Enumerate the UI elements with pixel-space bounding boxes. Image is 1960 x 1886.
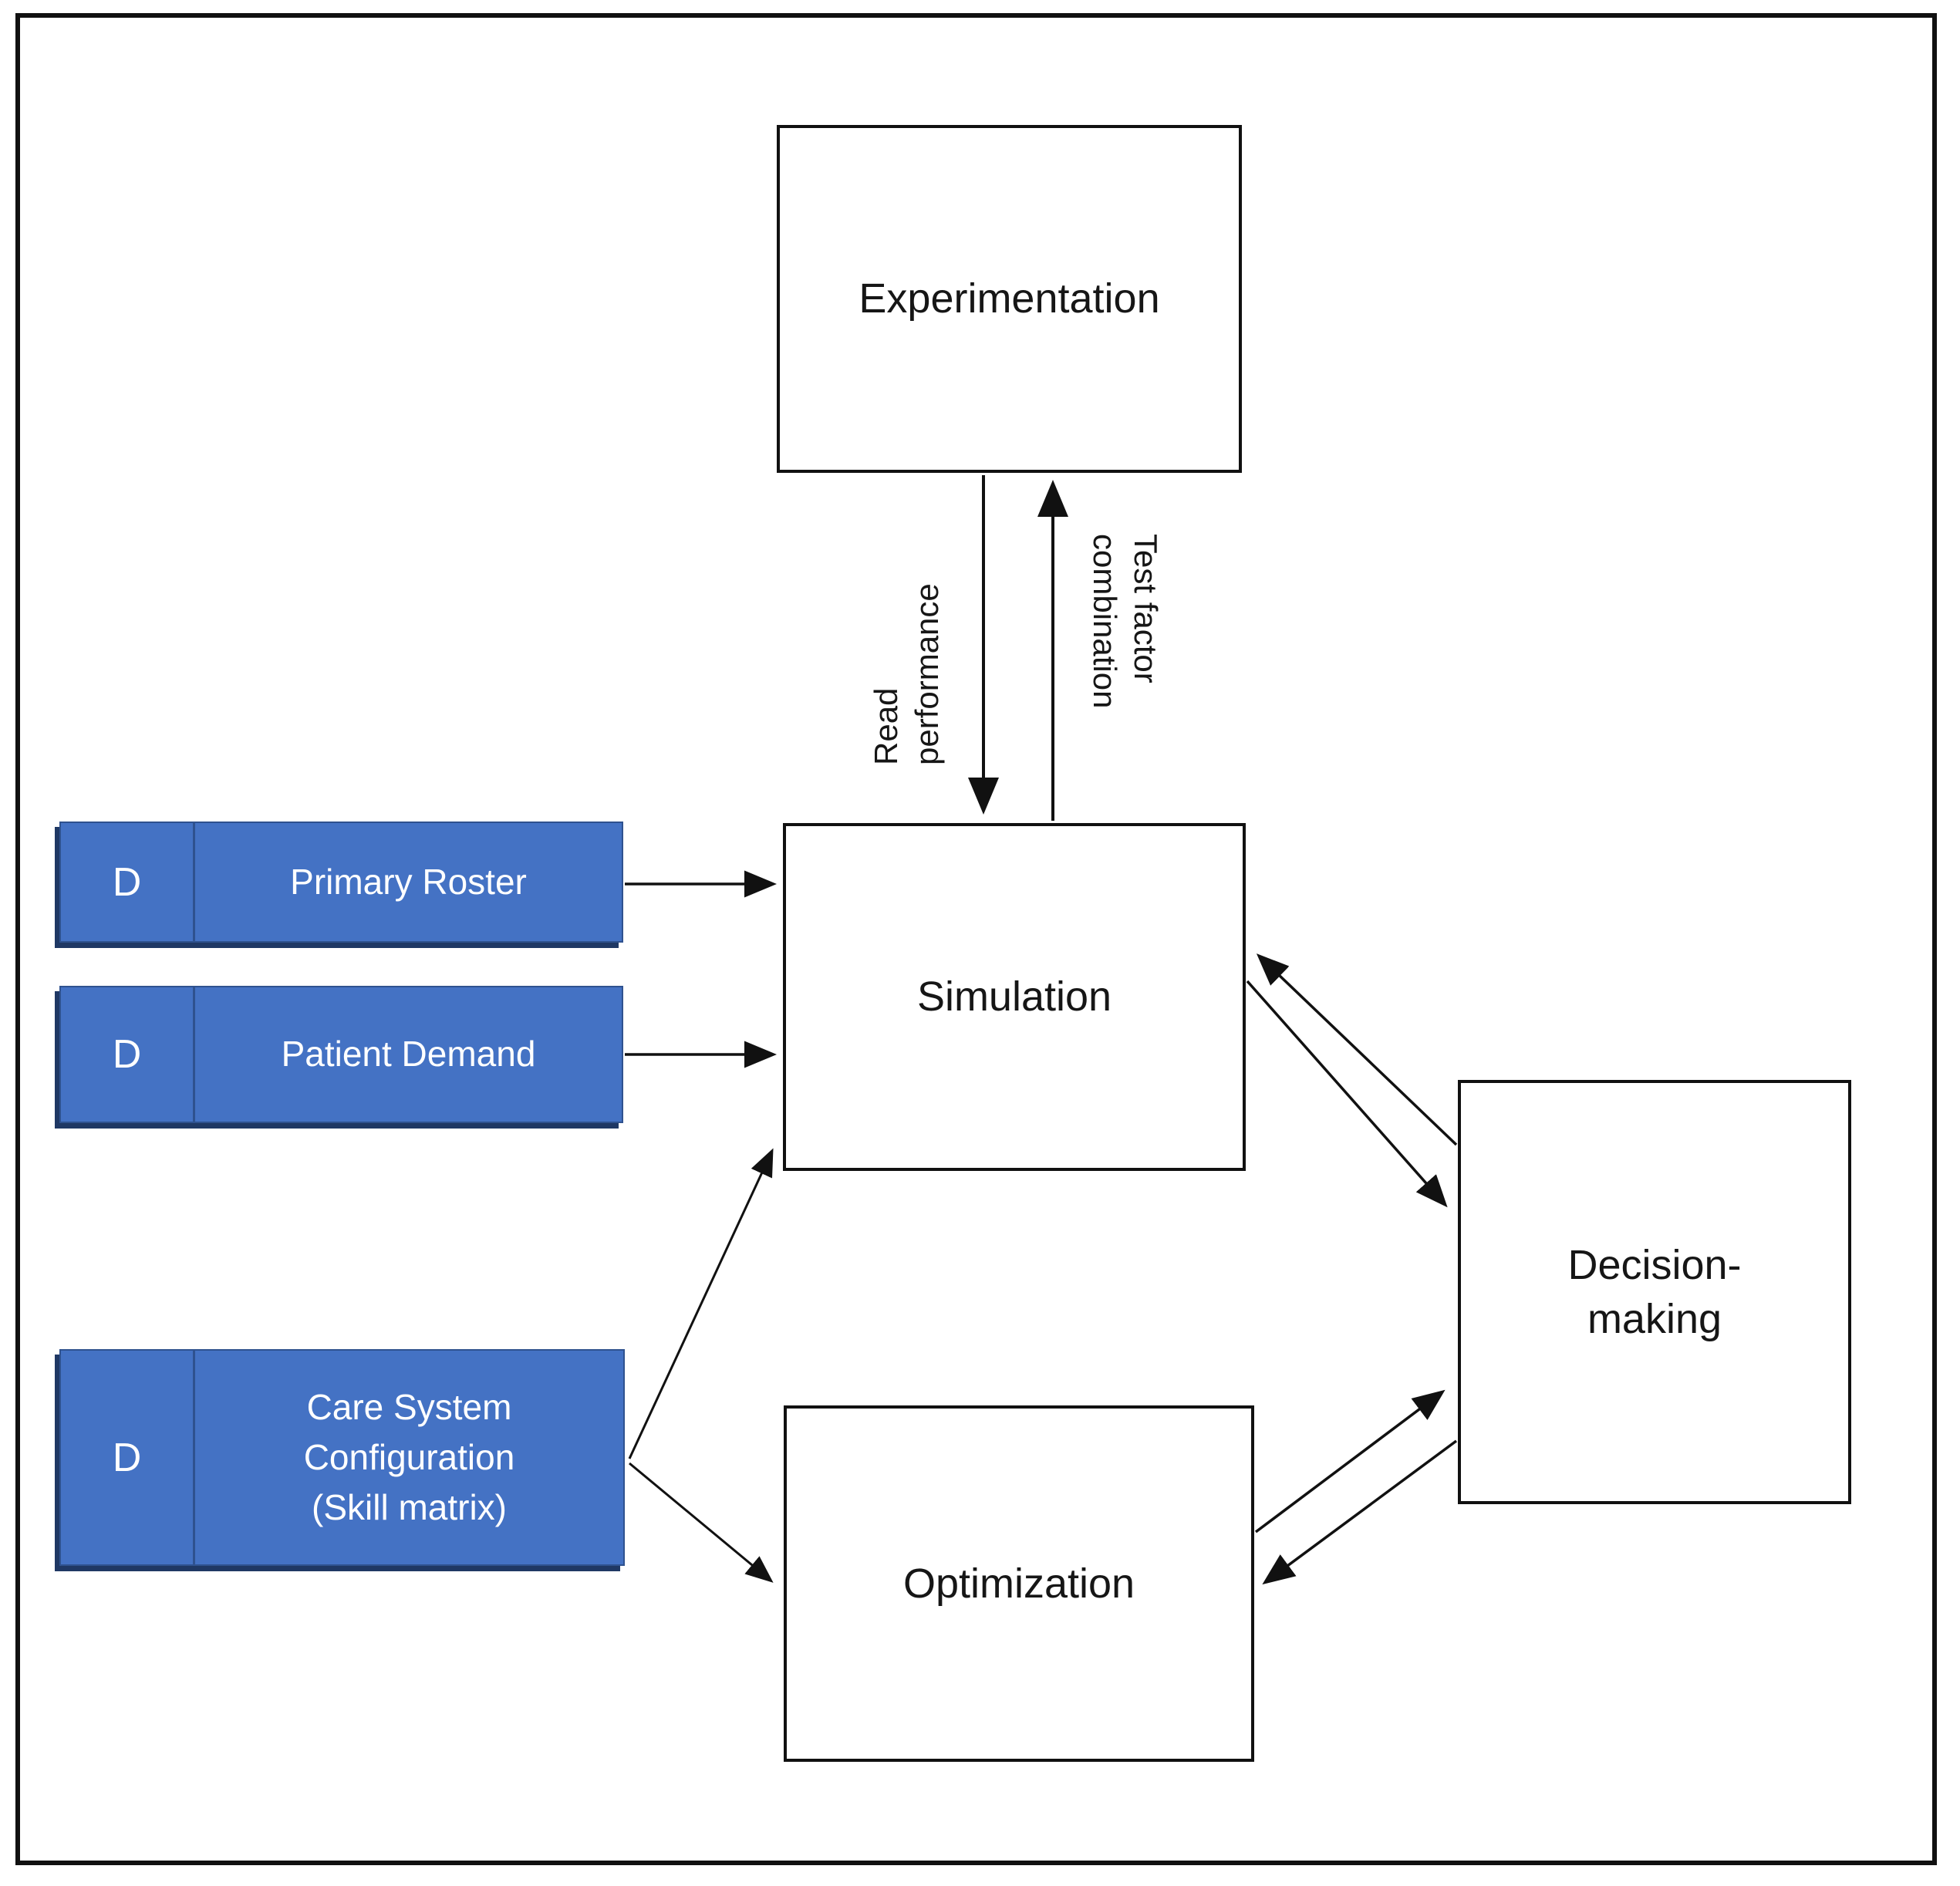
data-box-patient-demand-label: Patient Demand	[281, 1034, 536, 1075]
data-box-care-system-configuration: D Care System Configuration (Skill matri…	[59, 1349, 625, 1566]
node-optimization: Optimization	[784, 1405, 1254, 1762]
data-box-primary-roster: D Primary Roster	[59, 822, 623, 943]
arrow-care-system-to-optimization	[629, 1462, 774, 1583]
node-decision-making: Decision- making	[1458, 1080, 1851, 1504]
data-badge: D	[61, 987, 195, 1122]
arrow-decision-making-to-simulation	[1256, 953, 1458, 1146]
arrow-decision-making-to-optimization	[1262, 1439, 1458, 1585]
node-experimentation: Experimentation	[777, 125, 1242, 473]
data-box-care-system-configuration-label: Care System Configuration (Skill matrix)	[303, 1386, 515, 1528]
data-box-patient-demand: D Patient Demand	[59, 986, 623, 1123]
node-simulation-label: Simulation	[916, 973, 1112, 1021]
arrow-optimization-to-decision-making	[1254, 1389, 1446, 1533]
outer-border	[15, 13, 1937, 1865]
node-decision-making-label: Decision- making	[1567, 1241, 1742, 1342]
data-badge: D	[61, 1351, 195, 1564]
arrow-care-system-to-simulation	[628, 1148, 774, 1459]
data-box-primary-roster-label: Primary Roster	[290, 861, 527, 902]
data-badge: D	[61, 823, 195, 941]
node-experimentation-label: Experimentation	[859, 275, 1160, 322]
node-simulation: Simulation	[783, 823, 1246, 1171]
node-optimization-label: Optimization	[902, 1560, 1135, 1607]
arrow-simulation-to-decision-making	[1246, 980, 1448, 1208]
